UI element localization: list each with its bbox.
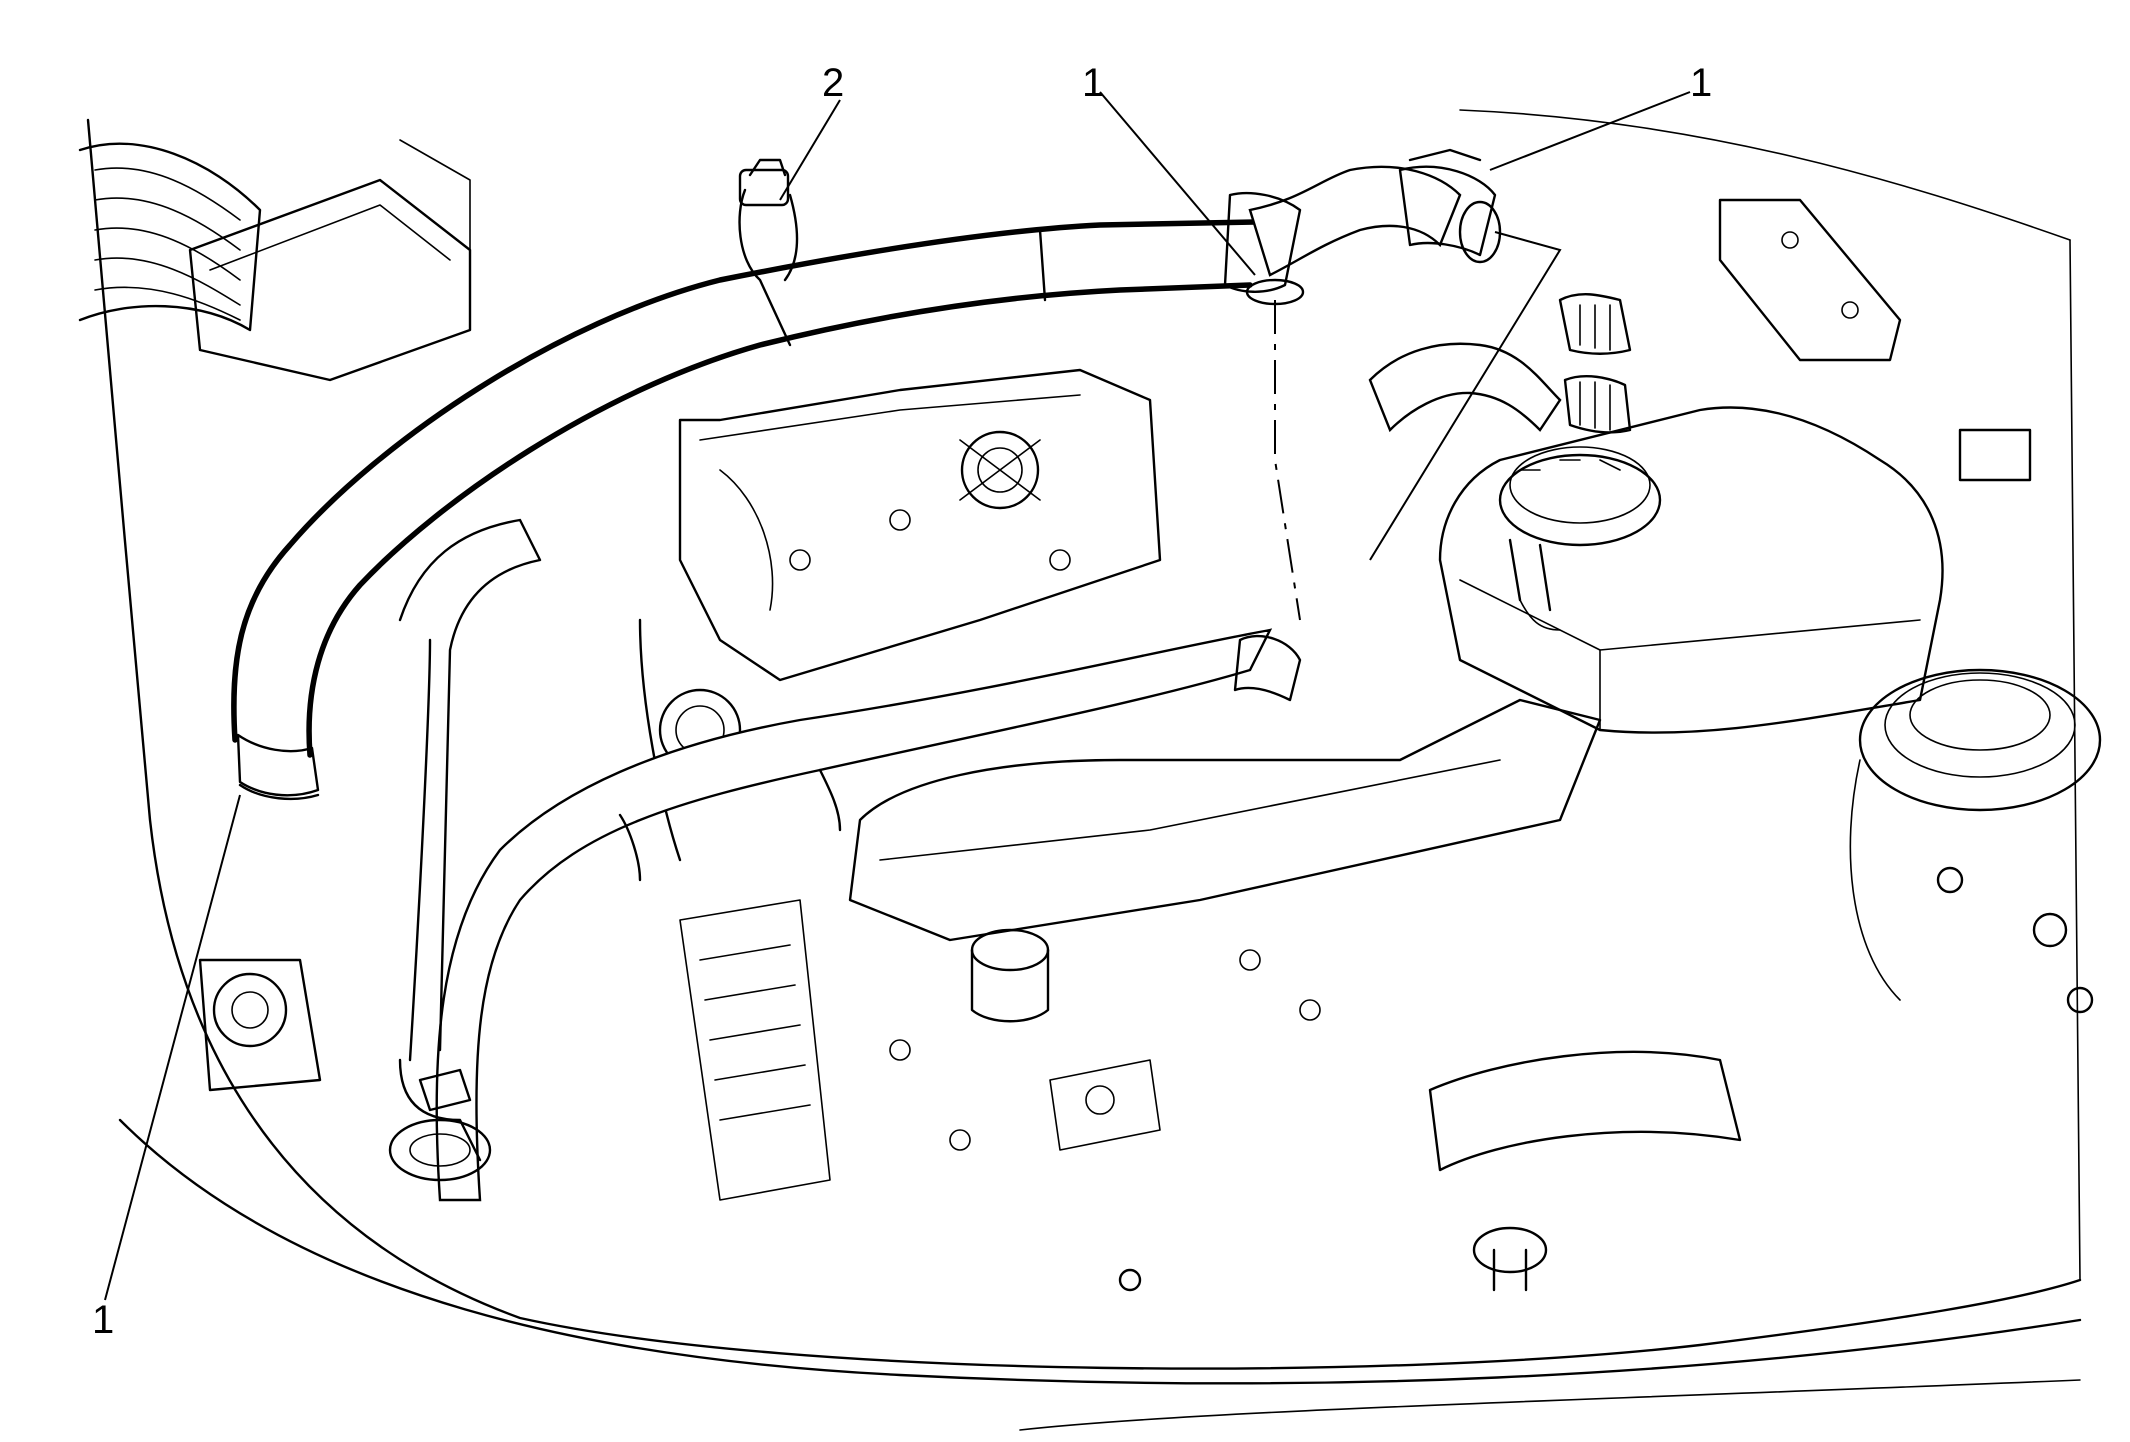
callout-label-1-right: 1 [1690, 61, 1712, 105]
center-clamp-dash-leader [1274, 300, 1301, 621]
upper-coolant-hose [231, 158, 1258, 801]
leader-1-right [1489, 91, 1691, 171]
left-mount [198, 958, 322, 1092]
coolant-reservoir [1438, 406, 1944, 734]
charge-air-tube [435, 628, 1302, 1202]
fender-outline [86, 109, 2082, 1431]
left-lower-hose [388, 518, 542, 1182]
leader-2 [779, 99, 841, 201]
leader-right-hose [1369, 231, 1562, 561]
hood-bracket [1718, 198, 2032, 482]
air-intake-duct [78, 139, 472, 382]
leader-1-center [1099, 91, 1256, 276]
heater-hose-right [1368, 293, 1632, 434]
leader-1-left [104, 794, 241, 1301]
callout-label-1-left: 1 [92, 1298, 114, 1342]
engine-mount [1118, 1050, 1742, 1292]
heater-hose-top [1223, 148, 1502, 306]
callout-leaders [104, 91, 1691, 1301]
engine-block [638, 368, 1602, 1201]
strut-tower [1849, 668, 2102, 1014]
callout-label-2: 2 [822, 61, 844, 105]
callout-label-1-center: 1 [1082, 61, 1104, 105]
